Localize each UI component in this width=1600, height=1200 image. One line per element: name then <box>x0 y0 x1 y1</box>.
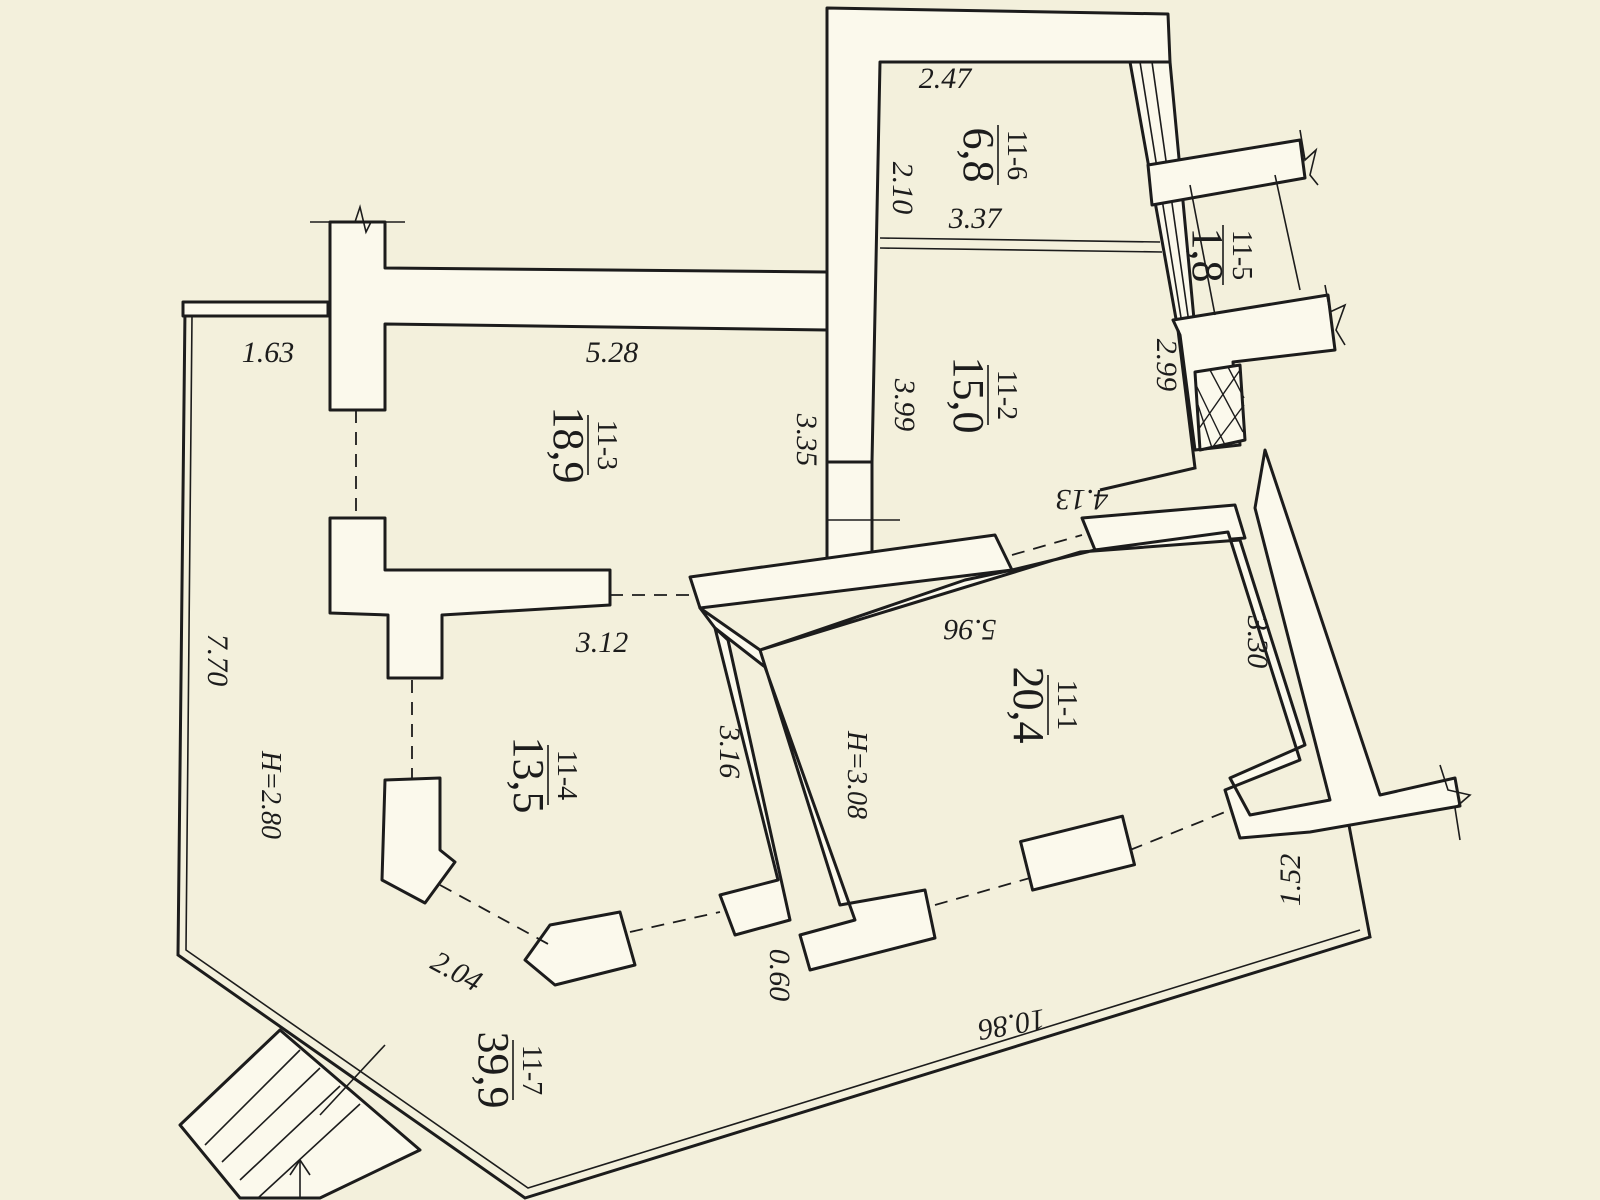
room-area: 6,8 <box>954 128 1003 183</box>
dimension-label: 2.10 <box>886 162 919 215</box>
dimension-label: 3.30 <box>1241 615 1274 669</box>
room-area: 1,8 <box>1183 228 1232 283</box>
pillar-left <box>380 776 457 905</box>
dimension-label: 1.52 <box>1274 854 1307 907</box>
room-11-1-label: 11-1 20,4 <box>1004 667 1082 744</box>
dimension-label: 0.60 <box>763 949 796 1002</box>
room-id: 11-2 <box>991 370 1022 420</box>
room-11-5-line <box>1189 184 1216 316</box>
dimension-label: 1.63 <box>242 336 295 369</box>
exterior-wall-outline <box>176 309 1372 1200</box>
wall-break-mark-right-2 <box>1324 284 1347 346</box>
entrance-stairs <box>178 1028 422 1200</box>
room-11-7-label: 11-7 39,9 <box>469 1032 547 1109</box>
room-11-5-label: 11-5 1,8 <box>1183 225 1257 285</box>
room-area: 39,9 <box>469 1032 518 1109</box>
dimension-label: 2.04 <box>426 945 488 999</box>
dimension-label: 3.37 <box>948 202 1004 235</box>
dimension-label: 3.12 <box>575 626 629 659</box>
opening-dashed <box>629 911 721 933</box>
wall-3-16 <box>713 626 792 937</box>
room-area: 20,4 <box>1004 667 1053 744</box>
wall-11-1-main <box>698 448 1462 972</box>
opening-dashed <box>1011 534 1083 556</box>
partition-11-6-11-2 <box>879 237 1161 243</box>
wall-break-mark-top <box>310 204 405 235</box>
room-11-7-height: H=2.80 <box>255 750 286 839</box>
dimension-label: 7.70 <box>201 634 234 687</box>
partition-11-6-11-2 <box>879 247 1163 253</box>
pillar-bottom <box>523 910 637 987</box>
wall-t-shape <box>328 516 612 680</box>
opening-dashed <box>1129 811 1226 851</box>
room-id: 11-7 <box>516 1045 547 1095</box>
room-id: 11-4 <box>551 750 582 800</box>
opening-dashed <box>439 884 551 946</box>
exterior-wall-inner-line <box>185 315 1361 1189</box>
room-area: 13,5 <box>504 737 553 814</box>
wall-11-2-east <box>1099 329 1197 492</box>
room-11-4-label: 11-4 13,5 <box>504 737 582 814</box>
room-11-3-label: 11-3 18,9 <box>544 407 622 484</box>
dimension-label: 3.99 <box>888 378 921 432</box>
room-11-6-label: 11-6 6,8 <box>954 125 1032 185</box>
wall-upper-partition <box>328 220 829 412</box>
dimension-label: 2.99 <box>1150 339 1183 392</box>
dimension-label: 5.96 <box>944 613 997 646</box>
room-11-1-height: H=3.08 <box>841 730 872 819</box>
wall-11-5-top <box>1146 138 1307 207</box>
room-id: 11-1 <box>1051 680 1082 730</box>
room-area: 15,0 <box>944 357 993 434</box>
dimension-label: 2.47 <box>919 62 974 95</box>
room-id: 11-5 <box>1226 230 1257 280</box>
room-id: 11-6 <box>1001 130 1032 180</box>
dimension-label: 3.16 <box>713 725 746 779</box>
room-area: 18,9 <box>544 407 593 484</box>
hatched-shaft <box>1193 363 1247 452</box>
room-11-2-label: 11-2 15,0 <box>944 357 1022 434</box>
dimension-label: 3.35 <box>790 413 823 467</box>
opening-dashed <box>934 877 1031 906</box>
dimension-label: 4.13 <box>1056 483 1109 516</box>
pillar-center <box>1019 814 1137 892</box>
room-11-5-line <box>1274 174 1301 291</box>
wall-break-mark-right <box>1299 129 1319 186</box>
wall-stub-top-left <box>181 300 330 318</box>
wall-break-mark-bottom-right <box>1439 764 1472 841</box>
room-id: 11-3 <box>591 420 622 470</box>
dimension-label: 5.28 <box>586 336 639 369</box>
